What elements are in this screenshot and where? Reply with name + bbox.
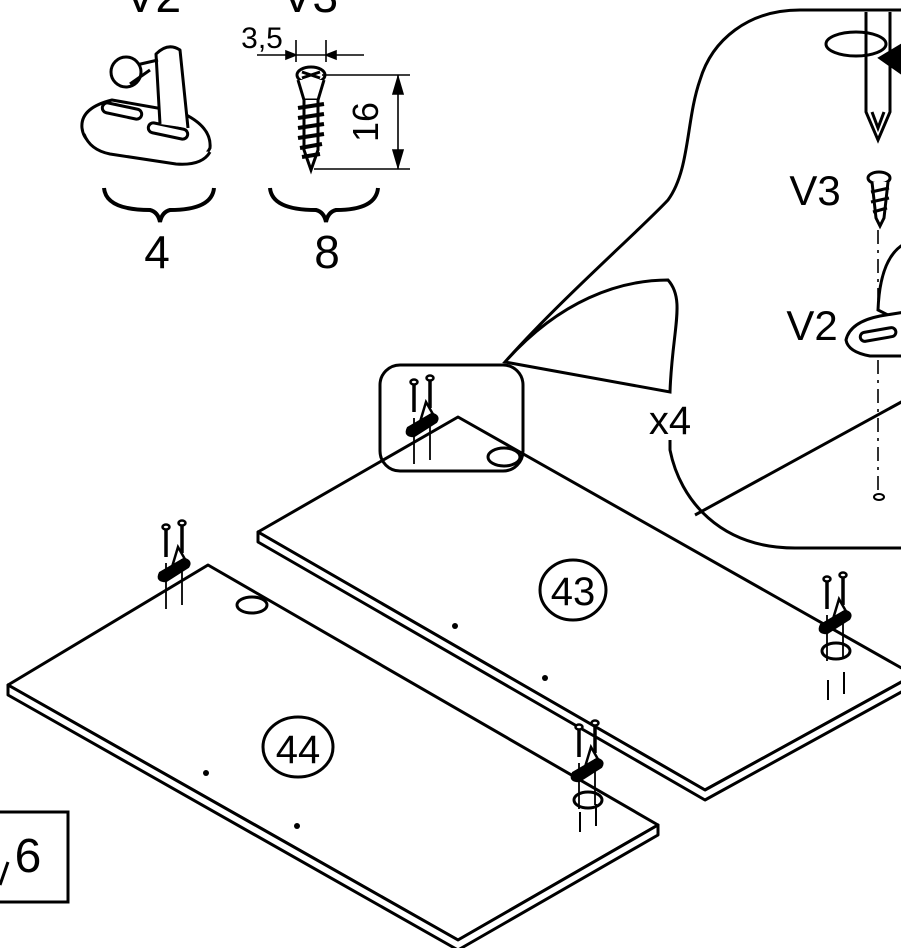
v3-diameter-label: 3,5 [241,22,283,55]
bracket-fitting [570,719,604,809]
v2-bracket-icon [80,45,212,166]
v3-screw-icon [295,65,327,175]
v2-quantity: 4 [144,226,170,278]
detail-v3-screw-icon [866,170,892,230]
step-indicator [0,810,70,904]
step-arrow-tip [0,861,10,886]
screwdriver-icon [824,12,901,144]
panel-43-pilot-dot [542,675,548,681]
detail-v2-bracket-icon [844,244,901,358]
panel-44-edge [6,683,660,948]
panel-43-pilot-dot [452,623,458,629]
panel-44-pilot-dot [294,823,300,829]
v3-brace [268,187,380,223]
bracket-fitting [157,519,191,609]
panel-44-number-badge [261,715,335,779]
v2-brace [102,187,216,223]
v3-dimension-lines [257,40,410,170]
v3-code-label: V3 [282,0,338,22]
panel-43-number-badge [538,558,608,622]
panel-43-edge [256,530,901,802]
axis-guide [827,672,845,700]
detail-panel-edge [694,400,901,517]
detail-v3-label: V3 [789,167,840,214]
panel-44-hole [235,595,269,615]
detail-v2-label: V2 [786,302,837,349]
panel-44-number: 44 [276,728,321,772]
fittings [157,374,852,832]
panel-43-hole [486,446,522,468]
panel-43-number: 43 [551,570,596,614]
panel-43 [256,415,901,802]
step-box [0,810,70,904]
callout-bubble-outline [502,8,901,550]
v2-code-label: V2 [125,0,181,22]
detail-multiplier: x4 [649,399,691,443]
v3-length-label: 16 [345,102,386,142]
bracket-fitting [405,374,439,464]
step-number: 6 [15,830,42,883]
panel-44-pilot-dot [203,770,209,776]
v3-quantity: 8 [314,226,340,278]
detail-callout: x4 V3 V2 [502,8,901,550]
detail-magnifier-box [378,363,525,473]
hardware-legend: V2 V3 4 [80,0,410,278]
panel-44 [6,563,660,948]
detail-pilot-hole [873,493,885,501]
bracket-fitting [818,571,852,661]
axis-guide [579,804,597,832]
